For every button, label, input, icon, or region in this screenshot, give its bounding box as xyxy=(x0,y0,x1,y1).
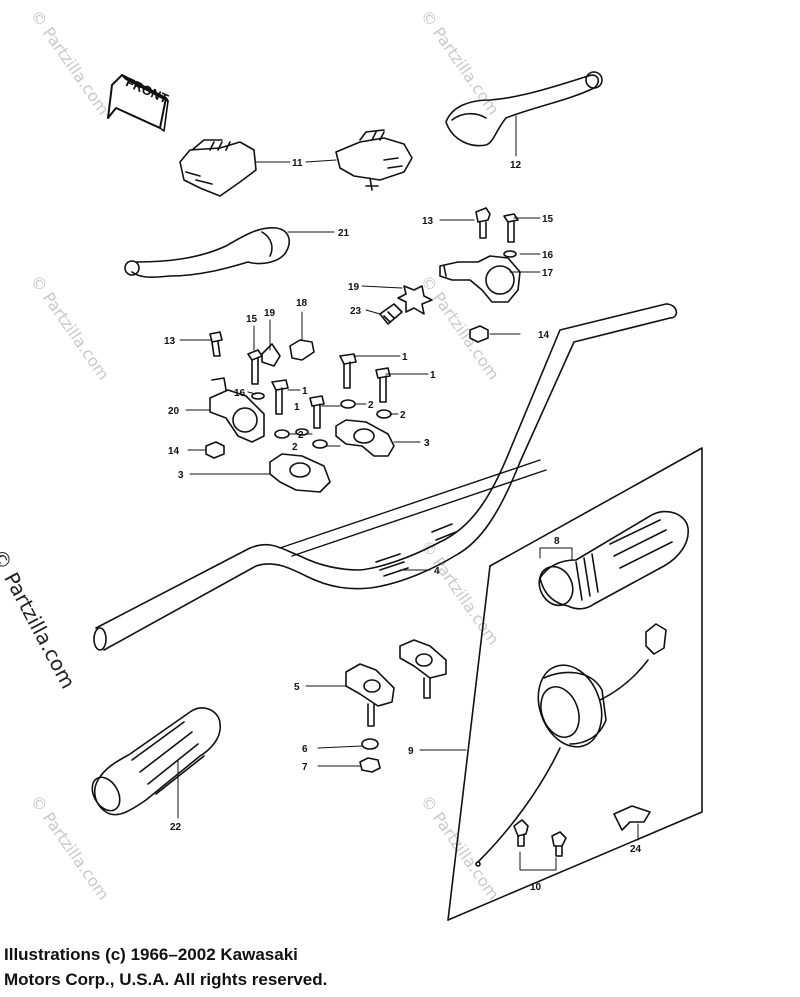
callout-1: 1 xyxy=(430,370,436,381)
callout-12: 12 xyxy=(510,160,522,171)
watermark: © Partzilla.com xyxy=(27,791,113,903)
callout-20: 20 xyxy=(168,406,180,417)
callout-6: 6 xyxy=(302,744,308,755)
callout-18: 18 xyxy=(296,298,308,309)
left-grip xyxy=(91,707,221,816)
callout-3: 3 xyxy=(178,470,184,481)
watermark: © Partzilla.com xyxy=(417,6,503,118)
callout-2: 2 xyxy=(298,430,304,441)
callout-10: 10 xyxy=(530,882,542,893)
callout-17: 17 xyxy=(542,268,554,279)
callout-21: 21 xyxy=(338,228,350,239)
right-master-clamp xyxy=(439,255,521,303)
callout-14: 14 xyxy=(538,330,550,341)
callout-15: 15 xyxy=(542,214,554,225)
lower-holders xyxy=(345,639,447,773)
right-brake-lever xyxy=(445,71,603,147)
handlebar xyxy=(93,303,678,651)
callout-1: 1 xyxy=(302,386,308,397)
callout-1: 1 xyxy=(402,352,408,363)
callout-14: 14 xyxy=(168,446,180,457)
callout-5: 5 xyxy=(294,682,300,693)
callout-16: 16 xyxy=(542,250,554,261)
copyright-notice: Illustrations (c) 1966–2002 Kawasaki Mot… xyxy=(4,942,327,992)
callout-4: 4 xyxy=(434,566,440,577)
watermark: © Partzilla.com xyxy=(417,791,503,903)
nut-right xyxy=(469,325,489,343)
leader-lines xyxy=(177,115,639,871)
callout-2: 2 xyxy=(400,410,406,421)
left-clamp xyxy=(209,377,265,443)
copyright-line-2: Motors Corp., U.S.A. All rights reserved… xyxy=(4,970,328,989)
throttle-inset xyxy=(447,447,703,921)
front-arrow xyxy=(107,74,169,132)
callout-3: 3 xyxy=(424,438,430,449)
callout-23: 23 xyxy=(350,306,362,317)
callout-16: 16 xyxy=(234,388,246,399)
handlebar-parts-diagram: © Partzilla.com © Partzilla.com © Partzi… xyxy=(27,6,703,921)
callouts: 11 12 21 13 15 16 17 19 23 14 13 15 19 1… xyxy=(164,158,642,893)
callout-11: 11 xyxy=(292,158,303,169)
callout-1: 1 xyxy=(294,402,300,413)
clutch-lever xyxy=(124,227,290,278)
watermark: © Partzilla.com xyxy=(27,6,113,118)
callout-13: 13 xyxy=(422,216,434,227)
watermark: © Partzilla.com xyxy=(27,271,113,383)
switch-housing xyxy=(179,129,413,197)
watermark: © Partzilla.com xyxy=(417,271,503,383)
callout-2: 2 xyxy=(368,400,374,411)
callout-13: 13 xyxy=(164,336,176,347)
handlebar-holders xyxy=(269,419,395,493)
left-bolts xyxy=(209,331,392,449)
copyright-line-1: Illustrations (c) 1966–2002 Kawasaki xyxy=(4,945,298,964)
callout-2: 2 xyxy=(292,442,298,453)
callout-15: 15 xyxy=(246,314,258,325)
callout-19: 19 xyxy=(264,308,276,319)
nut-left xyxy=(205,441,225,459)
callout-8: 8 xyxy=(554,536,560,547)
adjuster-right xyxy=(379,285,433,325)
watermarks: © Partzilla.com © Partzilla.com © Partzi… xyxy=(27,6,503,903)
callout-24: 24 xyxy=(630,844,642,855)
small-bolts-right xyxy=(475,207,519,258)
callout-7: 7 xyxy=(302,762,308,773)
callout-9: 9 xyxy=(408,746,414,757)
callout-19: 19 xyxy=(348,282,360,293)
callout-22: 22 xyxy=(170,822,182,833)
